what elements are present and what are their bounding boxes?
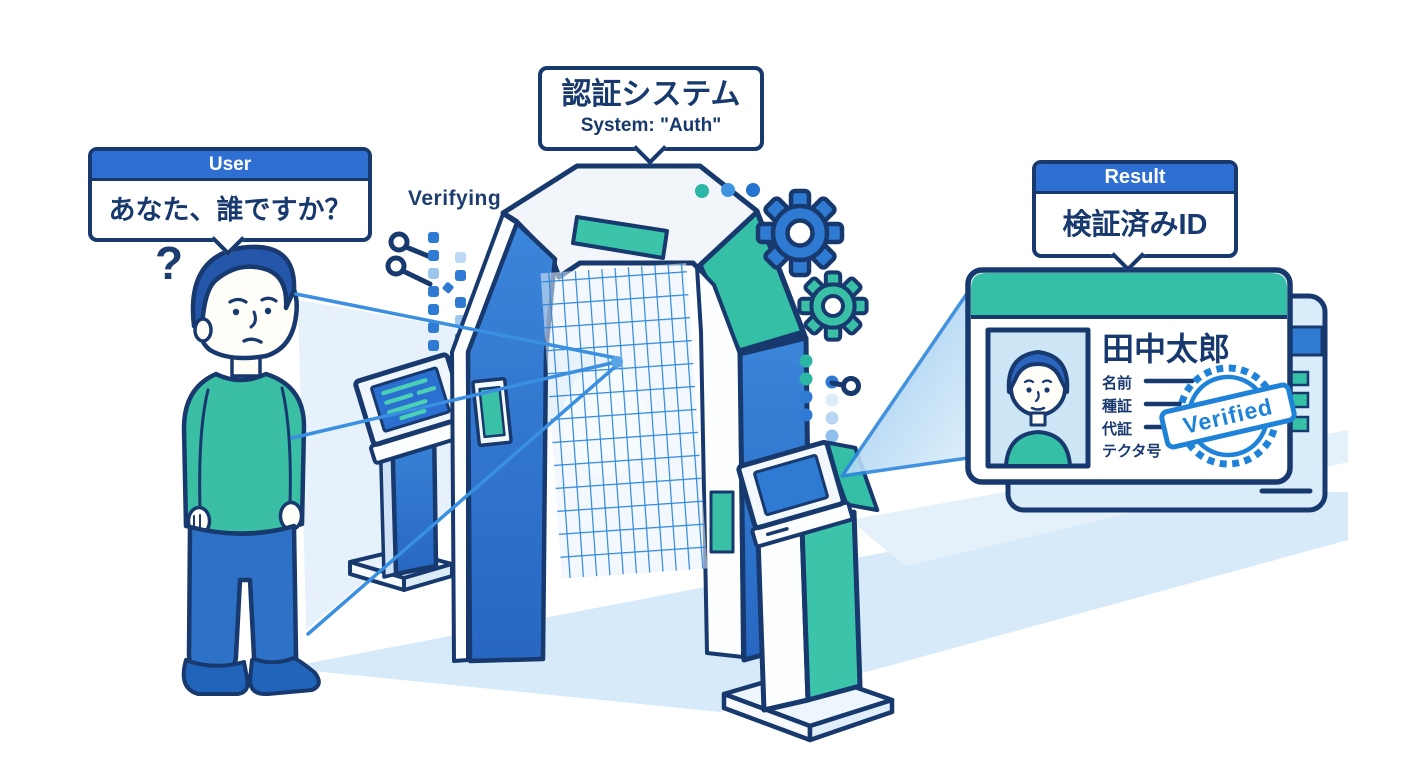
id-card-field-label: 代証 bbox=[1102, 421, 1133, 438]
user-callout-header: User bbox=[92, 151, 368, 181]
right-kiosk-terminal bbox=[721, 439, 895, 743]
circuit-dots-left bbox=[385, 231, 466, 351]
system-callout-subtitle: System: "Auth" bbox=[580, 115, 722, 136]
gear-icon-small bbox=[797, 270, 869, 342]
user-callout-body: あなた、誰ですか？ bbox=[108, 195, 352, 225]
system-callout: 認証システム System: "Auth" bbox=[538, 66, 764, 165]
gear-icon-large bbox=[755, 188, 845, 278]
sensor-post bbox=[471, 376, 513, 448]
verified-stamp: Verified bbox=[1159, 364, 1297, 468]
progress-dots bbox=[695, 183, 760, 198]
scan-grid bbox=[540, 263, 708, 579]
circuit-dots-right bbox=[799, 354, 861, 462]
system-callout-title: 認証システム bbox=[561, 78, 741, 111]
scan-beams bbox=[290, 292, 623, 636]
id-card-name: 田中太郎 bbox=[1102, 331, 1231, 367]
user-callout: User あなた、誰ですか？ bbox=[88, 147, 372, 256]
id-beam bbox=[840, 290, 970, 478]
result-callout-body: 検証済みID bbox=[1062, 209, 1208, 241]
result-callout-header: Result bbox=[1036, 164, 1234, 194]
result-callout: Result 検証済みID bbox=[1032, 160, 1238, 272]
id-card-field-label: テクタ号 bbox=[1102, 443, 1162, 460]
verifying-label: Verifying bbox=[408, 187, 502, 210]
id-card-field-label: 種証 bbox=[1102, 398, 1133, 415]
id-card-field-label: 名前 bbox=[1102, 375, 1133, 392]
question-mark: ? bbox=[155, 237, 184, 289]
avatar-photo bbox=[985, 327, 1091, 469]
person-figure bbox=[181, 244, 321, 697]
